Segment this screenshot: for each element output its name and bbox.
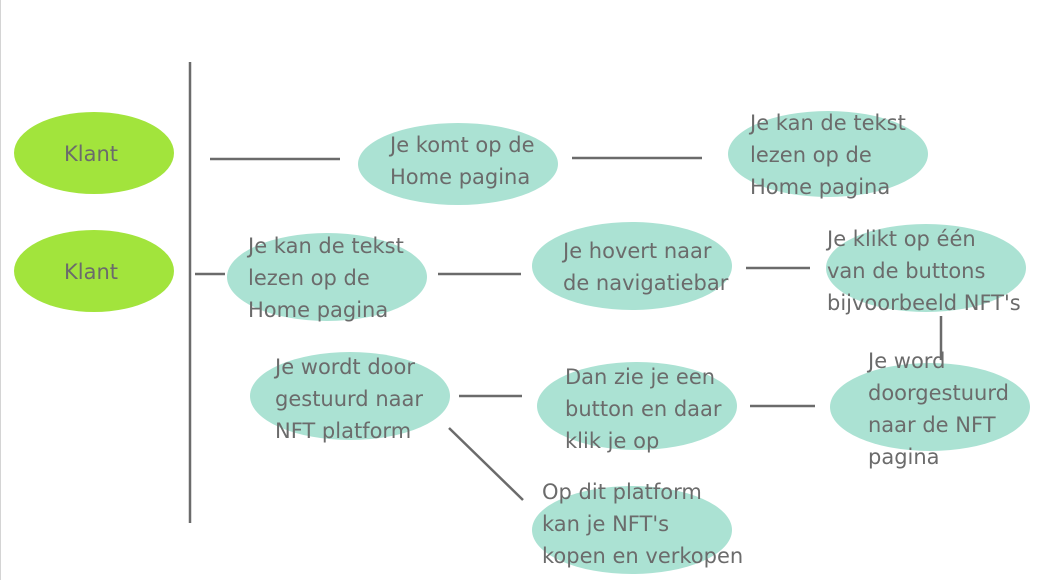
actor-klant[interactable]: Klant — [14, 112, 174, 194]
step-label-line: Je kan de tekst — [748, 111, 906, 135]
actor-ellipse — [14, 230, 174, 312]
actor-klant[interactable]: Klant — [14, 230, 174, 312]
step-label-line: kan je NFT's — [542, 512, 669, 536]
step-label-line: Home pagina — [390, 165, 530, 189]
step-ellipse — [826, 224, 1026, 312]
step-ellipse — [830, 363, 1030, 451]
step-label-line: button en daar — [565, 397, 722, 421]
step-label-line: Je wordt door — [273, 355, 415, 379]
step-ellipse — [250, 352, 450, 440]
step-label-line: naar de NFT — [868, 413, 996, 437]
step-label-line: Home pagina — [750, 175, 890, 199]
step-label: Je komt op de Home pagina — [388, 133, 535, 189]
actor-ellipse — [14, 112, 174, 194]
step-label-line: NFT platform — [275, 419, 411, 443]
step-label-line: Home pagina — [248, 298, 388, 322]
step-label: Je word doorgestuurd naar de NFT pagina — [866, 349, 1009, 469]
step-ellipse — [358, 123, 558, 205]
step-label: Je hovert naar de navigatiebar — [561, 239, 729, 295]
step-ellipse — [532, 486, 732, 574]
step-ellipse — [728, 111, 928, 197]
step-hover-navbar[interactable]: Je hovert naar de navigatiebar — [532, 222, 732, 310]
step-redirect-nft-page[interactable]: Je word doorgestuurd naar de NFT pagina — [830, 349, 1030, 469]
step-label-line: gestuurd naar — [275, 387, 423, 411]
canvas-left-border — [0, 0, 1, 580]
step-label-line: lezen op de — [248, 266, 370, 290]
step-label-line: Je komt op de — [388, 133, 535, 157]
step-label-line: doorgestuurd — [868, 381, 1009, 405]
step-ellipse — [532, 222, 732, 310]
step-label-line: Je hovert naar — [561, 239, 712, 263]
step-read-home-text-2[interactable]: Je kan de tekst lezen op de Home pagina — [227, 233, 427, 322]
step-label-line: Op dit platform — [542, 480, 702, 504]
step-label-line: Je word — [866, 349, 945, 373]
step-label-line: lezen op de — [750, 143, 872, 167]
step-label-line: kopen en verkopen — [542, 544, 743, 568]
step-label-line: klik je op — [565, 429, 659, 453]
step-label-line: Je klikt op één — [825, 227, 976, 251]
step-ellipse — [227, 233, 427, 321]
step-label: Je kan de tekst lezen op de Home pagina — [748, 111, 906, 199]
step-label-line: de navigatiebar — [563, 271, 729, 295]
step-ellipse — [537, 362, 737, 450]
step-read-home-text[interactable]: Je kan de tekst lezen op de Home pagina — [728, 111, 928, 199]
step-label-line: pagina — [868, 445, 940, 469]
step-nodes: Je komt op de Home pagina Je kan de tekst l… — [227, 111, 1030, 574]
step-label: Op dit platform kan je NFT's kopen en verk… — [542, 480, 743, 568]
connectors — [188, 62, 943, 523]
step-label: Je kan de tekst lezen op de Home pagina — [246, 234, 404, 322]
step-label-line: bijvoorbeeld NFT's — [827, 291, 1021, 315]
step-buy-sell-nfts[interactable]: Op dit platform kan je NFT's kopen en verk… — [532, 480, 743, 574]
step-home-page[interactable]: Je komt op de Home pagina — [358, 123, 558, 205]
step-label-line: Je kan de tekst — [246, 234, 404, 258]
step-see-button[interactable]: Dan zie je een button en daar klik je op — [537, 362, 737, 453]
step-label-line: Dan zie je een — [565, 365, 715, 389]
actor-label: Klant — [64, 142, 118, 166]
step-label-line: van de buttons — [827, 259, 985, 283]
step-label: Je klikt op één van de buttons bijvoorbeel… — [825, 227, 1021, 315]
step-label: Dan zie je een button en daar klik je op — [565, 365, 722, 453]
actor-label: Klant — [64, 260, 118, 284]
step-click-button[interactable]: Je klikt op één van de buttons bijvoorbeel… — [825, 224, 1026, 315]
connector-line — [448, 427, 524, 501]
